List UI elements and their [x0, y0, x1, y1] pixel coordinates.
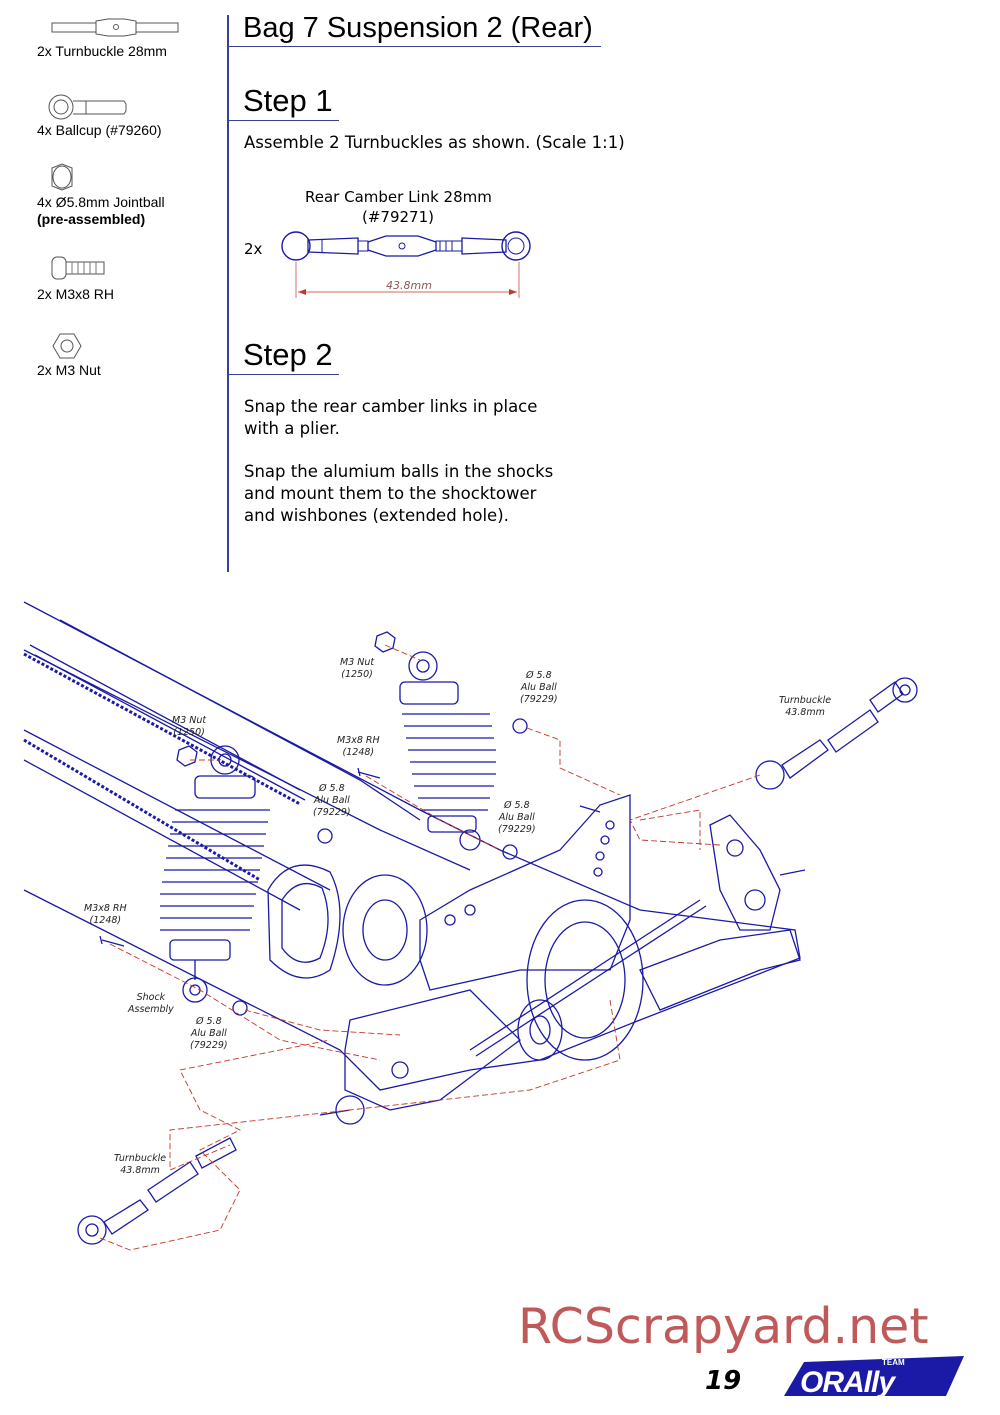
step2-line: and wishbones (extended hole).: [244, 506, 509, 525]
callout-m3x8-screw: M3x8 RH(1248): [84, 903, 127, 926]
callout-m3-nut: M3 Nut(1250): [340, 657, 375, 680]
ballcup-icon: [48, 94, 127, 120]
step1-underline: [229, 120, 339, 121]
column-divider: [227, 15, 229, 572]
watermark: RCScrapyard.net: [518, 1298, 929, 1355]
title-underline: [229, 46, 601, 47]
link-part-number: (#79271): [362, 208, 434, 226]
jointball-icon: [51, 163, 73, 191]
step2-line: and mount them to the shocktower: [244, 484, 537, 503]
callout-m3-nut: M3 Nut(1250): [172, 715, 207, 738]
link-name-label: Rear Camber Link 28mm: [305, 188, 492, 206]
part-turnbuckle-label: 2x Turnbuckle 28mm: [37, 43, 167, 59]
link-quantity: 2x: [244, 240, 263, 258]
step2-underline: [229, 374, 339, 375]
link-dimension-label: 43.8mm: [386, 279, 432, 292]
part-jointball-label: 4x Ø5.8mm Jointball: [37, 194, 165, 210]
svg-text:TEAM: TEAM: [882, 1358, 905, 1367]
nut-icon: [52, 333, 82, 359]
part-nut-label: 2x M3 Nut: [37, 362, 101, 378]
rear-suspension-exploded-diagram: [23, 601, 918, 1251]
svg-text:ORAlly: ORAlly: [800, 1366, 896, 1399]
callout-m3x8-screw: M3x8 RH(1248): [337, 735, 380, 758]
part-screw-label: 2x M3x8 RH: [37, 286, 115, 302]
turnbuckle-icon: [51, 18, 179, 37]
part-ballcup-label: 4x Ballcup (#79260): [37, 122, 162, 138]
page-number: 19: [705, 1366, 742, 1396]
step1-instruction: Assemble 2 Turnbuckles as shown. (Scale …: [244, 133, 625, 152]
part-jointball-note: (pre-assembled): [37, 211, 146, 227]
team-orally-logo: TEAM ORAlly: [784, 1356, 964, 1399]
screw-icon: [51, 256, 105, 280]
step1-heading: Step 1: [243, 83, 333, 118]
camber-link-drawing: [281, 231, 531, 298]
step2-line: with a plier.: [244, 419, 340, 438]
step2-line: Snap the rear camber links in place: [244, 397, 538, 416]
page-title: Bag 7 Suspension 2 (Rear): [243, 12, 593, 44]
step2-line: Snap the alumium balls in the shocks: [244, 462, 554, 481]
step2-heading: Step 2: [243, 337, 333, 372]
